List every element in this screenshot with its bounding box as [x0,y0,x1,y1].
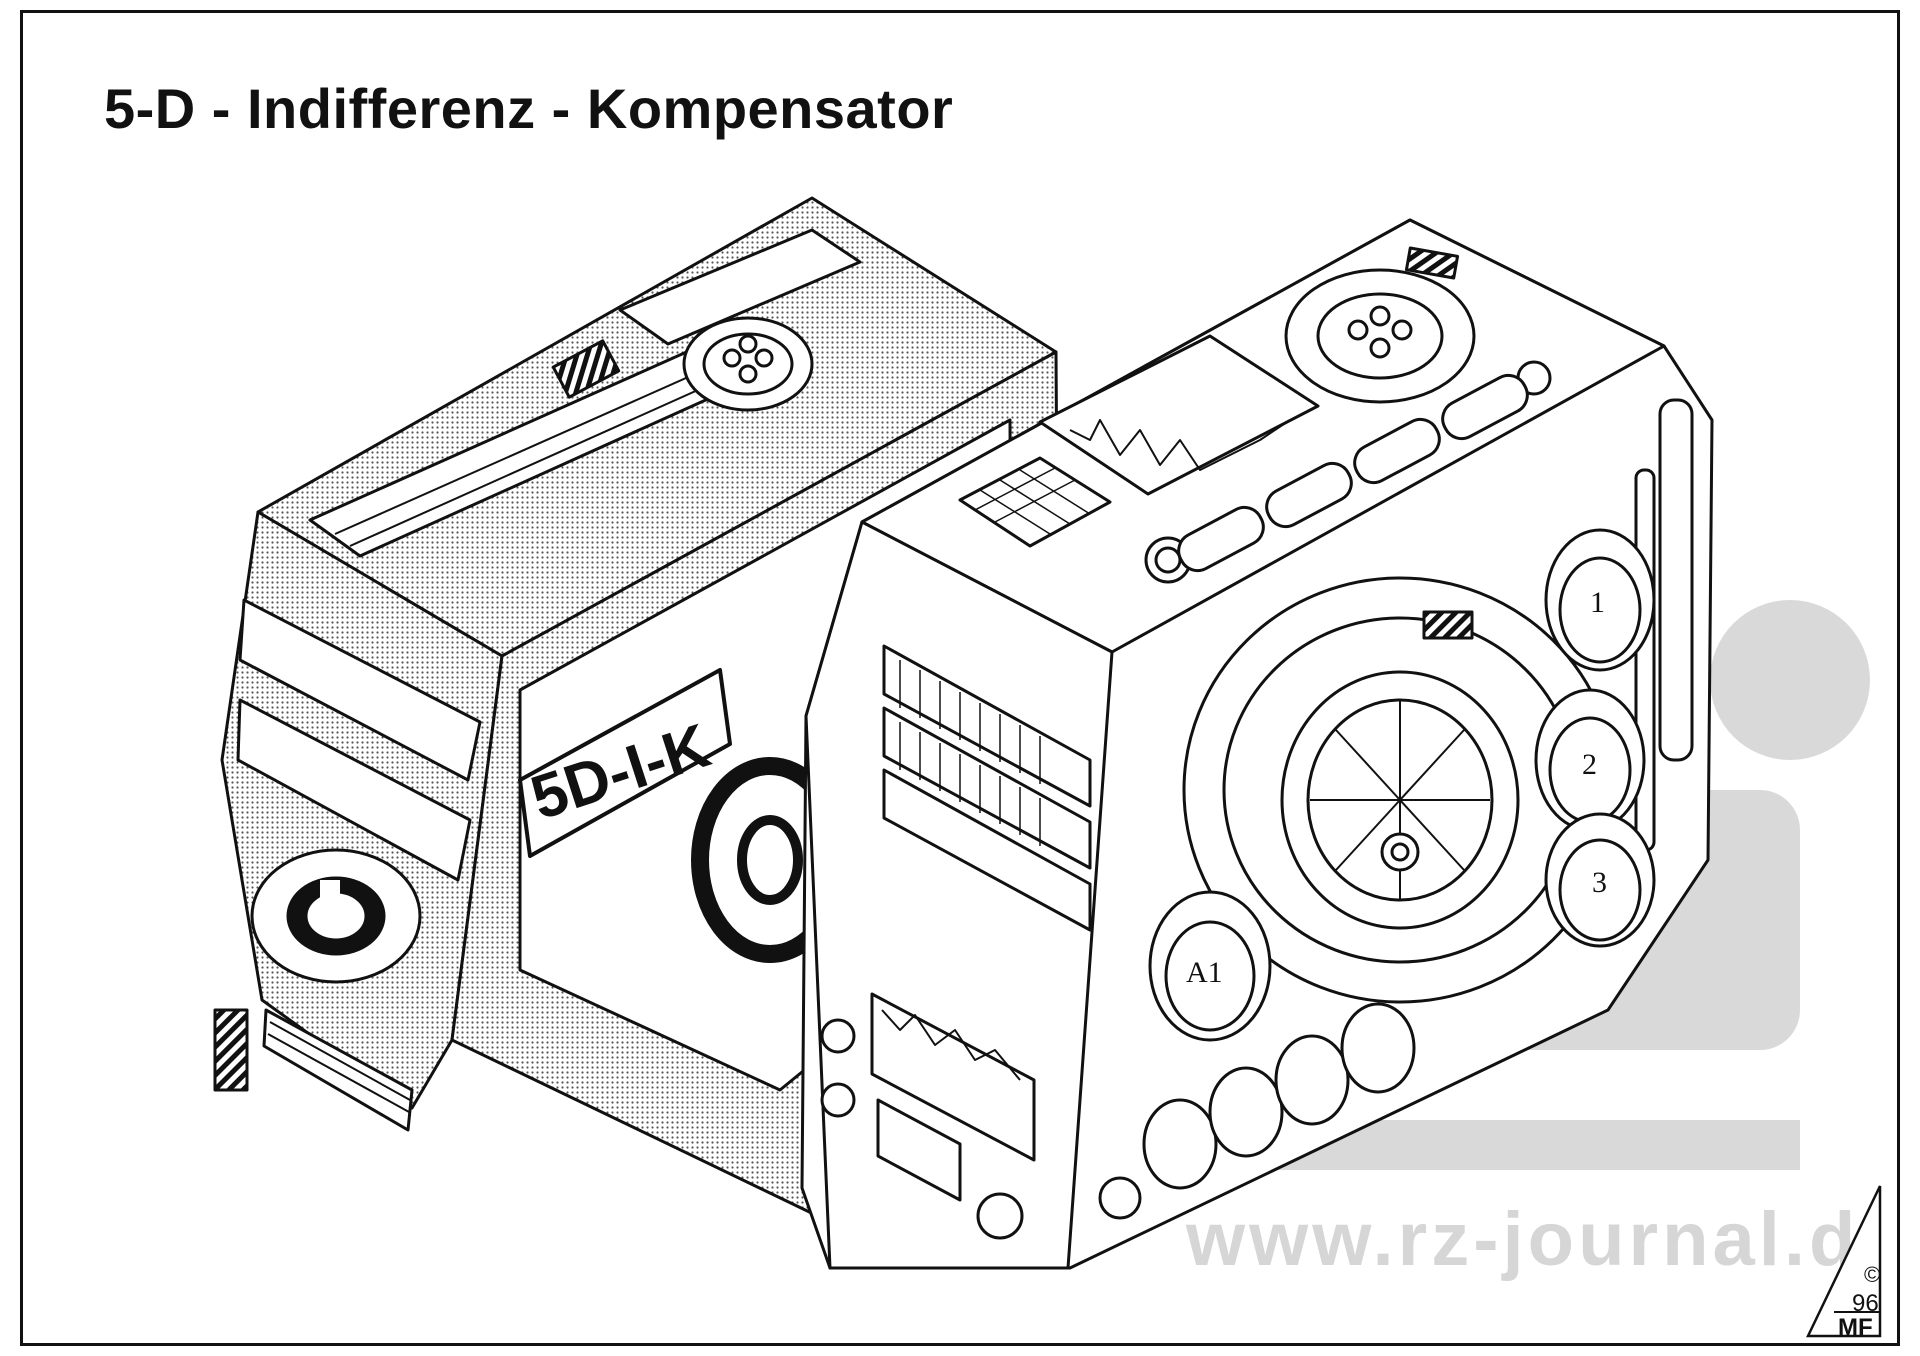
page-title: 5-D - Indifferenz - Kompensator [104,77,954,140]
signature-initials: MF [1838,1314,1873,1341]
signature-copyright: © [1864,1262,1881,1287]
dial-labels: 1 2 3 A1 [1186,586,1607,989]
signature-year: 96 [1852,1290,1879,1317]
signature-triangle [1806,1185,1882,1338]
watermark-text: www.rz-journal.d [1186,1197,1860,1282]
dial-label-2: 2 [1582,748,1597,781]
dial-label-1: 1 [1590,586,1605,619]
dial-label-a1: A1 [1186,956,1223,989]
dial-label-3: 3 [1592,866,1607,899]
open-device [800,218,1714,1270]
